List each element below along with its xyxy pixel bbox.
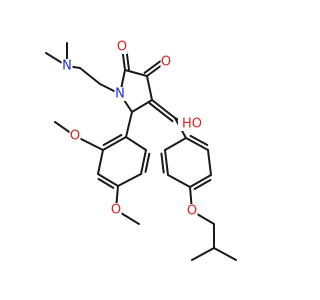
bond-C3-O3-second <box>143 57 165 74</box>
bond-P6-P1 <box>185 137 209 151</box>
atom-label-o-isobutoxy: O <box>187 204 197 219</box>
atom-label-bg <box>69 129 81 143</box>
bond-Ci2-Ci4 <box>213 247 237 261</box>
bond-D5-D6 <box>97 149 104 175</box>
atom-label-bg <box>114 87 126 101</box>
bond-P6-P1-second <box>189 134 209 147</box>
atom-label-bg <box>61 59 73 73</box>
bond-D6-D1 <box>102 136 127 151</box>
bond-P3-P4 <box>167 174 191 188</box>
atom-label-bg <box>110 203 122 217</box>
bond-D1-D2 <box>125 136 147 151</box>
bond-D2-D3 <box>140 149 147 175</box>
atom-label-n-ring: N <box>115 87 125 102</box>
bond-P1-P2 <box>164 137 187 151</box>
atom-label-o-ketone-2: O <box>117 40 127 55</box>
bond-C2-C3 <box>124 69 148 77</box>
bond-D3-D4 <box>117 173 142 187</box>
bond-D4-D5 <box>97 173 119 187</box>
molecule-diagram: N N O O HO O O O <box>45 40 237 261</box>
bond-P5-P6 <box>207 149 212 176</box>
bond-Ci2-Ci3 <box>191 247 215 261</box>
atom-label-n-dimethylamino: N <box>62 59 72 74</box>
atom-label-bg <box>186 204 198 218</box>
atom-label-o-methoxy-2: O <box>70 129 80 144</box>
bond-C_e1-C_e2 <box>79 67 101 85</box>
atom-label-oh: HO <box>182 117 202 132</box>
bond-D4-D5-second <box>97 177 115 189</box>
atom-label-o-ketone-3: O <box>161 55 171 70</box>
bond-P4-P5 <box>189 174 212 188</box>
bond-C3-C4 <box>146 75 153 101</box>
bond-layer <box>45 42 237 261</box>
bond-C4-Cex <box>151 99 176 119</box>
bond-P2-P3 <box>164 149 169 176</box>
atom-label-bg <box>116 40 128 54</box>
bond-D6-D1-second <box>102 133 123 147</box>
atom-label-o-methoxy-4: O <box>111 203 121 218</box>
atom-label-bg <box>178 117 198 131</box>
bond-P2-P3-second <box>160 152 165 174</box>
bond-D2-D3-second <box>144 152 151 173</box>
atom-label-bg <box>160 55 172 69</box>
bond-P4-P5-second <box>193 178 212 190</box>
atom-label-layer: N N O O HO O O O <box>61 40 202 219</box>
bond-C4-Cex-second <box>148 102 174 123</box>
bond-C5-D1 <box>125 111 133 138</box>
bond-C4-C5 <box>131 99 153 113</box>
